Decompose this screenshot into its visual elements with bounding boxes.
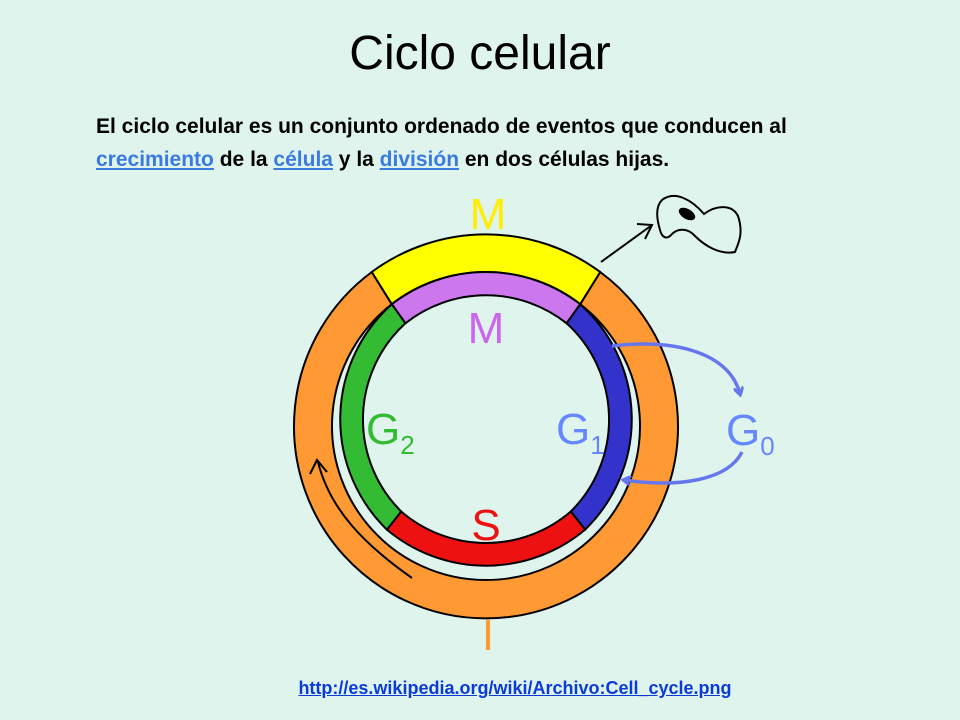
- description-text-3: y la: [332, 148, 380, 171]
- inner-m-label: M: [468, 304, 505, 353]
- interphase-ring: [293, 270, 679, 620]
- g1-label-sub: 1: [590, 430, 604, 460]
- cell-nucleus-icon: [678, 207, 696, 221]
- s-label: S: [471, 501, 500, 550]
- g2-label-sub: 2: [400, 430, 414, 460]
- description: El ciclo celular es un conjunto ordenado…: [96, 110, 836, 176]
- g0-label: G0: [726, 406, 775, 461]
- description-text-1: El ciclo celular es un conjunto ordenado…: [96, 115, 787, 138]
- link-celula[interactable]: célula: [273, 148, 333, 171]
- cell-pointer-arrowhead: [636, 223, 654, 240]
- mitosis-label: M: [470, 190, 507, 239]
- interphase-label: I: [482, 611, 494, 660]
- cycle-direction-arrowhead: [309, 458, 328, 475]
- g2-label-main: G: [366, 405, 400, 454]
- arrow-from-g0: [624, 451, 744, 483]
- g1-label-main: G: [556, 405, 590, 454]
- g1-label: G1: [556, 405, 605, 460]
- arrow-to-g0: [611, 342, 740, 394]
- page-title: Ciclo celular: [349, 27, 611, 80]
- description-text-2: de la: [213, 148, 274, 171]
- g0-label-sub: 0: [760, 431, 774, 461]
- link-division[interactable]: división: [379, 148, 460, 171]
- description-text-4: en dos células hijas.: [459, 148, 670, 171]
- g2-phase-segment: [339, 302, 407, 532]
- link-crecimiento[interactable]: crecimiento: [96, 148, 214, 171]
- g0-label-main: G: [726, 406, 760, 455]
- divided-cell-drawing: [656, 195, 742, 254]
- g2-label: G2: [366, 405, 415, 460]
- cell-pointer-arrow: [600, 224, 653, 263]
- cycle-direction-arrow: [317, 461, 413, 579]
- source-link[interactable]: http://es.wikipedia.org/wiki/Archivo:Cel…: [298, 678, 732, 698]
